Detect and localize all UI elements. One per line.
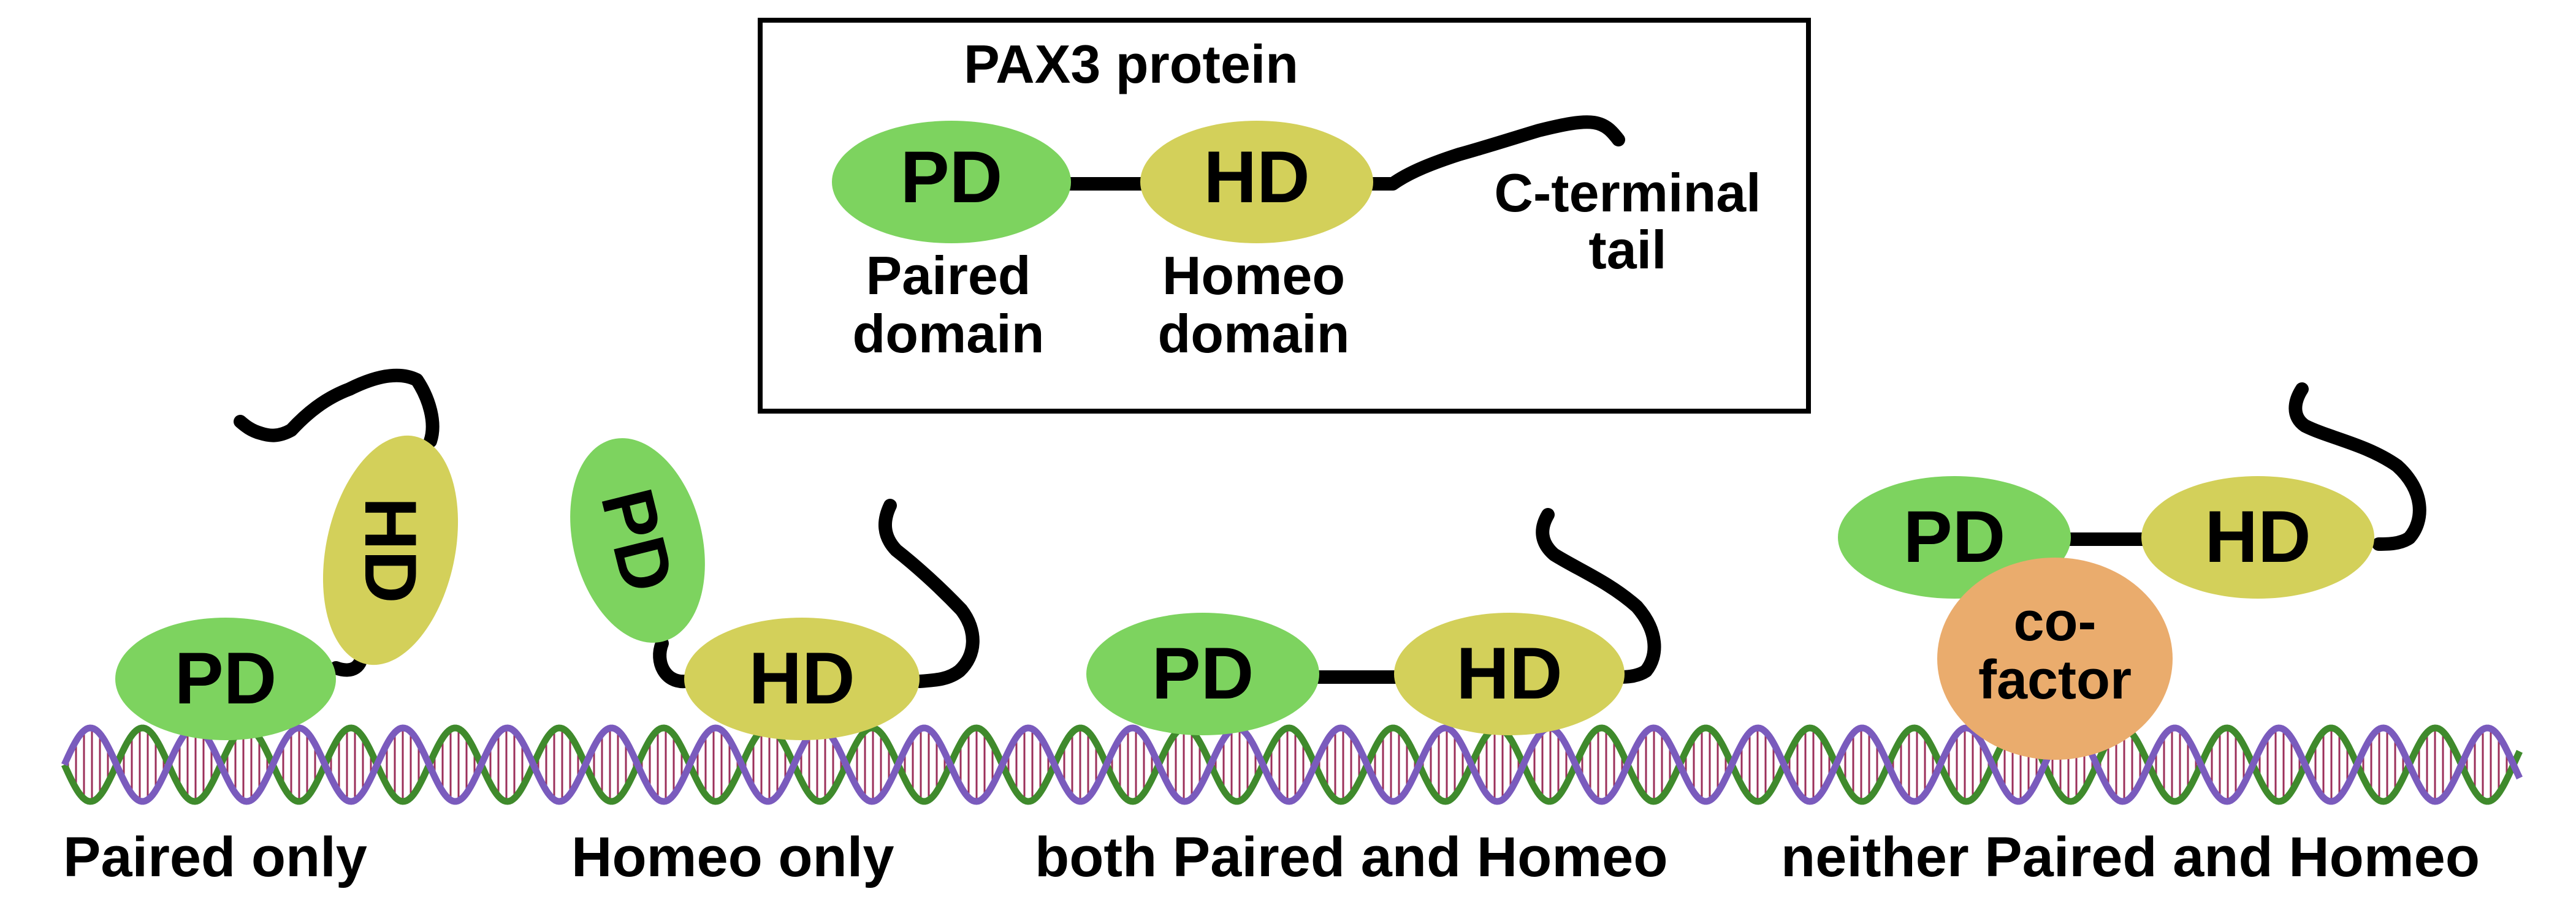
scenario3-paired-domain-label: PD (1152, 632, 1254, 714)
scenario4-homeo-domain (2141, 476, 2374, 599)
scenario4-c-terminal-tail (2288, 382, 2426, 551)
scenario4-cofactor (1937, 558, 2173, 760)
scenario1-paired-domain (115, 618, 336, 740)
scenario1-paired-domain-label: PD (175, 637, 277, 719)
scenario3-caption: both Paired and Homeo (1035, 826, 1668, 888)
dna-strand-purple (61, 724, 2523, 805)
legend-homeo-name-line1: Homeo (1162, 245, 1345, 306)
legend-paired-domain (832, 121, 1071, 243)
scenario1-homeo-domain-label: HD (349, 497, 432, 603)
legend-paired-name-line1: Paired (866, 245, 1031, 306)
dna-base-pairs (67, 728, 2508, 801)
dna-double-helix (61, 724, 2523, 805)
scenario3-homeo-domain (1394, 613, 1625, 735)
scenario2-c-terminal-tail (878, 499, 980, 688)
legend-paired-name-line2: domain (853, 303, 1045, 364)
scenario3-paired-domain (1086, 613, 1319, 735)
scenario4-homeo-domain-label: HD (2204, 496, 2311, 578)
scenario-homeo-only: PD HD Homeo only (570, 438, 980, 888)
legend-tail-name-line2: tail (1588, 219, 1666, 280)
scenario-paired-only: PD HD Paired only (63, 368, 459, 888)
scenario1-caption: Paired only (63, 826, 367, 888)
scenario4-caption: neither Paired and Homeo (1781, 826, 2480, 888)
scenario1-c-terminal-tail (234, 368, 440, 448)
legend-paired-domain-label: PD (901, 136, 1003, 218)
scenario3-c-terminal-tail (1536, 508, 1661, 684)
scenario3-homeo-domain-label: HD (1456, 632, 1562, 714)
scenario4-cofactor-label-line2: factor (1978, 649, 2132, 711)
legend-homeo-domain (1140, 121, 1373, 243)
legend-tail-name-line1: C-terminal (1494, 162, 1761, 223)
legend-homeo-name-line2: domain (1158, 303, 1350, 364)
legend-c-terminal-tail (1357, 115, 1625, 191)
legend-box: PAX3 protein PD HD Paired domain Homeo d… (758, 18, 1811, 414)
legend-homeo-domain-label: HD (1203, 136, 1309, 218)
scenario2-homeo-domain-label: HD (749, 637, 855, 719)
scenario4-cofactor-label-line1: co- (2014, 591, 2097, 653)
legend-title: PAX3 protein (964, 34, 1298, 94)
scenario4-paired-domain-label: PD (1903, 496, 2006, 578)
scenario2-paired-domain (570, 438, 705, 643)
scenario2-caption: Homeo only (571, 826, 894, 888)
scenario2-linker (653, 637, 692, 689)
scenario-both-paired-and-homeo: PD HD both Paired and Homeo (1035, 508, 1668, 888)
scenario2-homeo-domain (684, 618, 920, 740)
scenario1-homeo-domain (322, 435, 459, 665)
scenario-neither-paired-and-homeo: PD HD co- factor neither Paired and Home… (1781, 382, 2480, 888)
